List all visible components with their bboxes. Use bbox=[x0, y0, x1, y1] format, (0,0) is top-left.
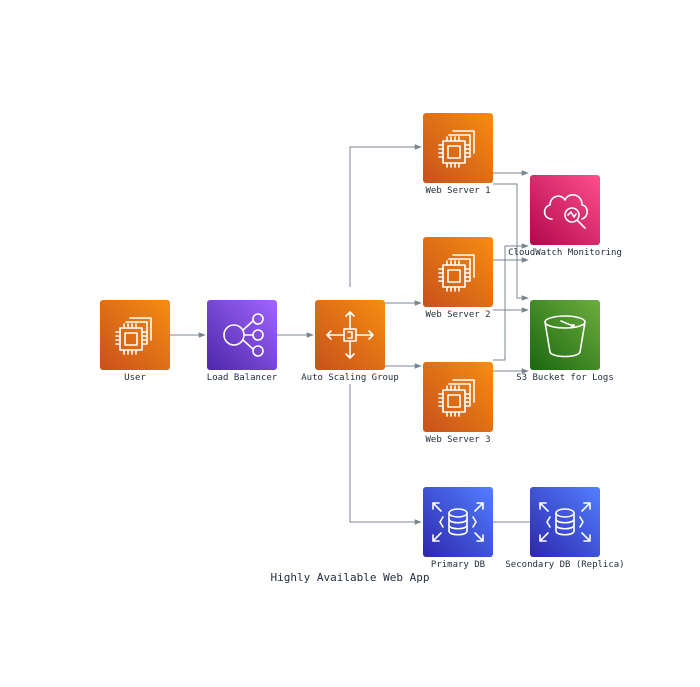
user-tile bbox=[100, 300, 170, 370]
node-user[interactable]: User bbox=[100, 300, 170, 383]
node-web-server-2[interactable]: Web Server 2 bbox=[423, 237, 493, 320]
node-web-server-2-label: Web Server 2 bbox=[425, 310, 490, 320]
web-server-2-tile bbox=[423, 237, 493, 307]
node-web-server-1[interactable]: Web Server 1 bbox=[423, 113, 493, 196]
node-s3-bucket[interactable]: S3 Bucket for Logs bbox=[516, 300, 614, 383]
node-primary-db-label: Primary DB bbox=[431, 560, 485, 570]
auto-scaling-tile bbox=[315, 300, 385, 370]
node-web-server-1-label: Web Server 1 bbox=[425, 186, 490, 196]
node-primary-db[interactable]: Primary DB bbox=[423, 487, 493, 570]
web-server-1-tile bbox=[423, 113, 493, 183]
load-balancer-tile bbox=[207, 300, 277, 370]
node-auto-scaling-group[interactable]: Auto Scaling Group bbox=[301, 300, 399, 383]
node-secondary-db-label: Secondary DB (Replica) bbox=[505, 560, 624, 570]
node-s3-label: S3 Bucket for Logs bbox=[516, 373, 614, 383]
edge-web-server-1-to-s3 bbox=[493, 183, 529, 301]
edge-auto-scaling-to-primary-db bbox=[349, 384, 422, 525]
s3-tile bbox=[530, 300, 600, 370]
node-cloudwatch-monitoring[interactable]: CloudWatch Monitoring bbox=[508, 175, 622, 258]
edge-web-server-3-to-cloudwatch bbox=[493, 243, 529, 361]
node-load-balancer-label: Load Balancer bbox=[207, 373, 278, 383]
edge-auto-scaling-to-web-server-1 bbox=[349, 144, 422, 287]
connections bbox=[170, 144, 530, 525]
cloudwatch-tile bbox=[530, 175, 600, 245]
diagram-title: Highly Available Web App bbox=[271, 571, 430, 584]
node-load-balancer[interactable]: Load Balancer bbox=[207, 300, 278, 383]
web-server-3-tile bbox=[423, 362, 493, 432]
node-cloudwatch-label: CloudWatch Monitoring bbox=[508, 248, 622, 258]
node-web-server-3-label: Web Server 3 bbox=[425, 435, 490, 445]
node-auto-scaling-label: Auto Scaling Group bbox=[301, 373, 399, 383]
node-secondary-db[interactable]: Secondary DB (Replica) bbox=[505, 487, 625, 570]
node-web-server-3[interactable]: Web Server 3 bbox=[423, 362, 493, 445]
node-user-label: User bbox=[124, 373, 146, 383]
